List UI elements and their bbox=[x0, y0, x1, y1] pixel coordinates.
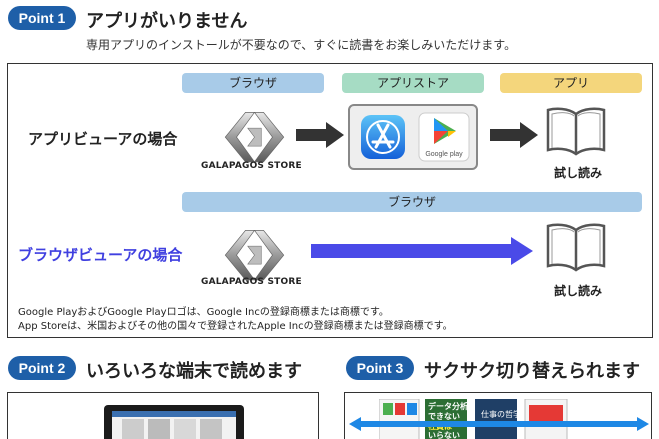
book-icon-browser bbox=[546, 223, 606, 272]
book-icon-app bbox=[546, 107, 606, 156]
header-browser-top: ブラウザ bbox=[182, 73, 324, 93]
point3-badge: Point 3 bbox=[346, 356, 414, 380]
header-appstore: アプリストア bbox=[342, 73, 484, 93]
point1-description: 専用アプリのインストールが不要なので、すぐに読書をお楽しみいただけます。 bbox=[86, 38, 517, 52]
book-text-2: できない bbox=[428, 412, 460, 421]
google-play-icon: Google play bbox=[418, 112, 470, 162]
app-store-box: Google play bbox=[348, 104, 478, 170]
arrow-to-store bbox=[296, 122, 344, 148]
galapagos-store-logo bbox=[224, 112, 285, 163]
swipe-arrow-icon bbox=[349, 417, 649, 431]
header-browser-mid: ブラウザ bbox=[182, 192, 642, 212]
point3-title: サクサク切り替えられます bbox=[424, 361, 640, 382]
point2-badge: Point 2 bbox=[8, 356, 76, 380]
book-text-5: 仕事の哲学 bbox=[481, 410, 521, 419]
switch-panel: データ分析 できない 社員は いらない 仕事の哲学 bbox=[344, 392, 652, 439]
google-play-caption: Google play bbox=[425, 151, 463, 158]
book-text-4: いらない bbox=[428, 431, 460, 439]
trademark-note-google: Google PlayおよびGoogle Playロゴは、Google Incの… bbox=[18, 307, 389, 318]
header-app: アプリ bbox=[500, 73, 642, 93]
point1-badge: Point 1 bbox=[8, 6, 76, 30]
book-covers-illustration bbox=[379, 399, 568, 439]
app-viewer-label: アプリビューアの場合 bbox=[28, 130, 178, 148]
trial-read-label-2: 試し読み bbox=[554, 284, 603, 298]
app-store-icon bbox=[361, 115, 405, 159]
point1-title: アプリがいりません bbox=[86, 11, 248, 32]
viewer-comparison-diagram: ブラウザ アプリストア アプリ アプリビューアの場合 GALAPAGOS STO… bbox=[7, 63, 653, 338]
browser-viewer-label: ブラウザビューアの場合 bbox=[18, 246, 183, 264]
galapagos-store-logo-2 bbox=[224, 230, 285, 281]
blue-arrow-direct bbox=[311, 237, 533, 265]
point2-title: いろいろな端末で読めます bbox=[86, 361, 302, 382]
galapagos-store-text-2: GALAPAGOS STORE bbox=[201, 277, 302, 287]
galapagos-store-text: GALAPAGOS STORE bbox=[201, 161, 302, 171]
book-text-1: データ分析 bbox=[428, 402, 468, 411]
tablet-device-illustration bbox=[104, 405, 244, 439]
trial-read-label-1: 試し読み bbox=[554, 166, 603, 180]
devices-panel bbox=[7, 392, 319, 439]
arrow-to-app bbox=[490, 122, 538, 148]
trademark-note-apple: App Storeは、米国およびその他の国々で登録されたApple Incの登録… bbox=[18, 321, 453, 332]
